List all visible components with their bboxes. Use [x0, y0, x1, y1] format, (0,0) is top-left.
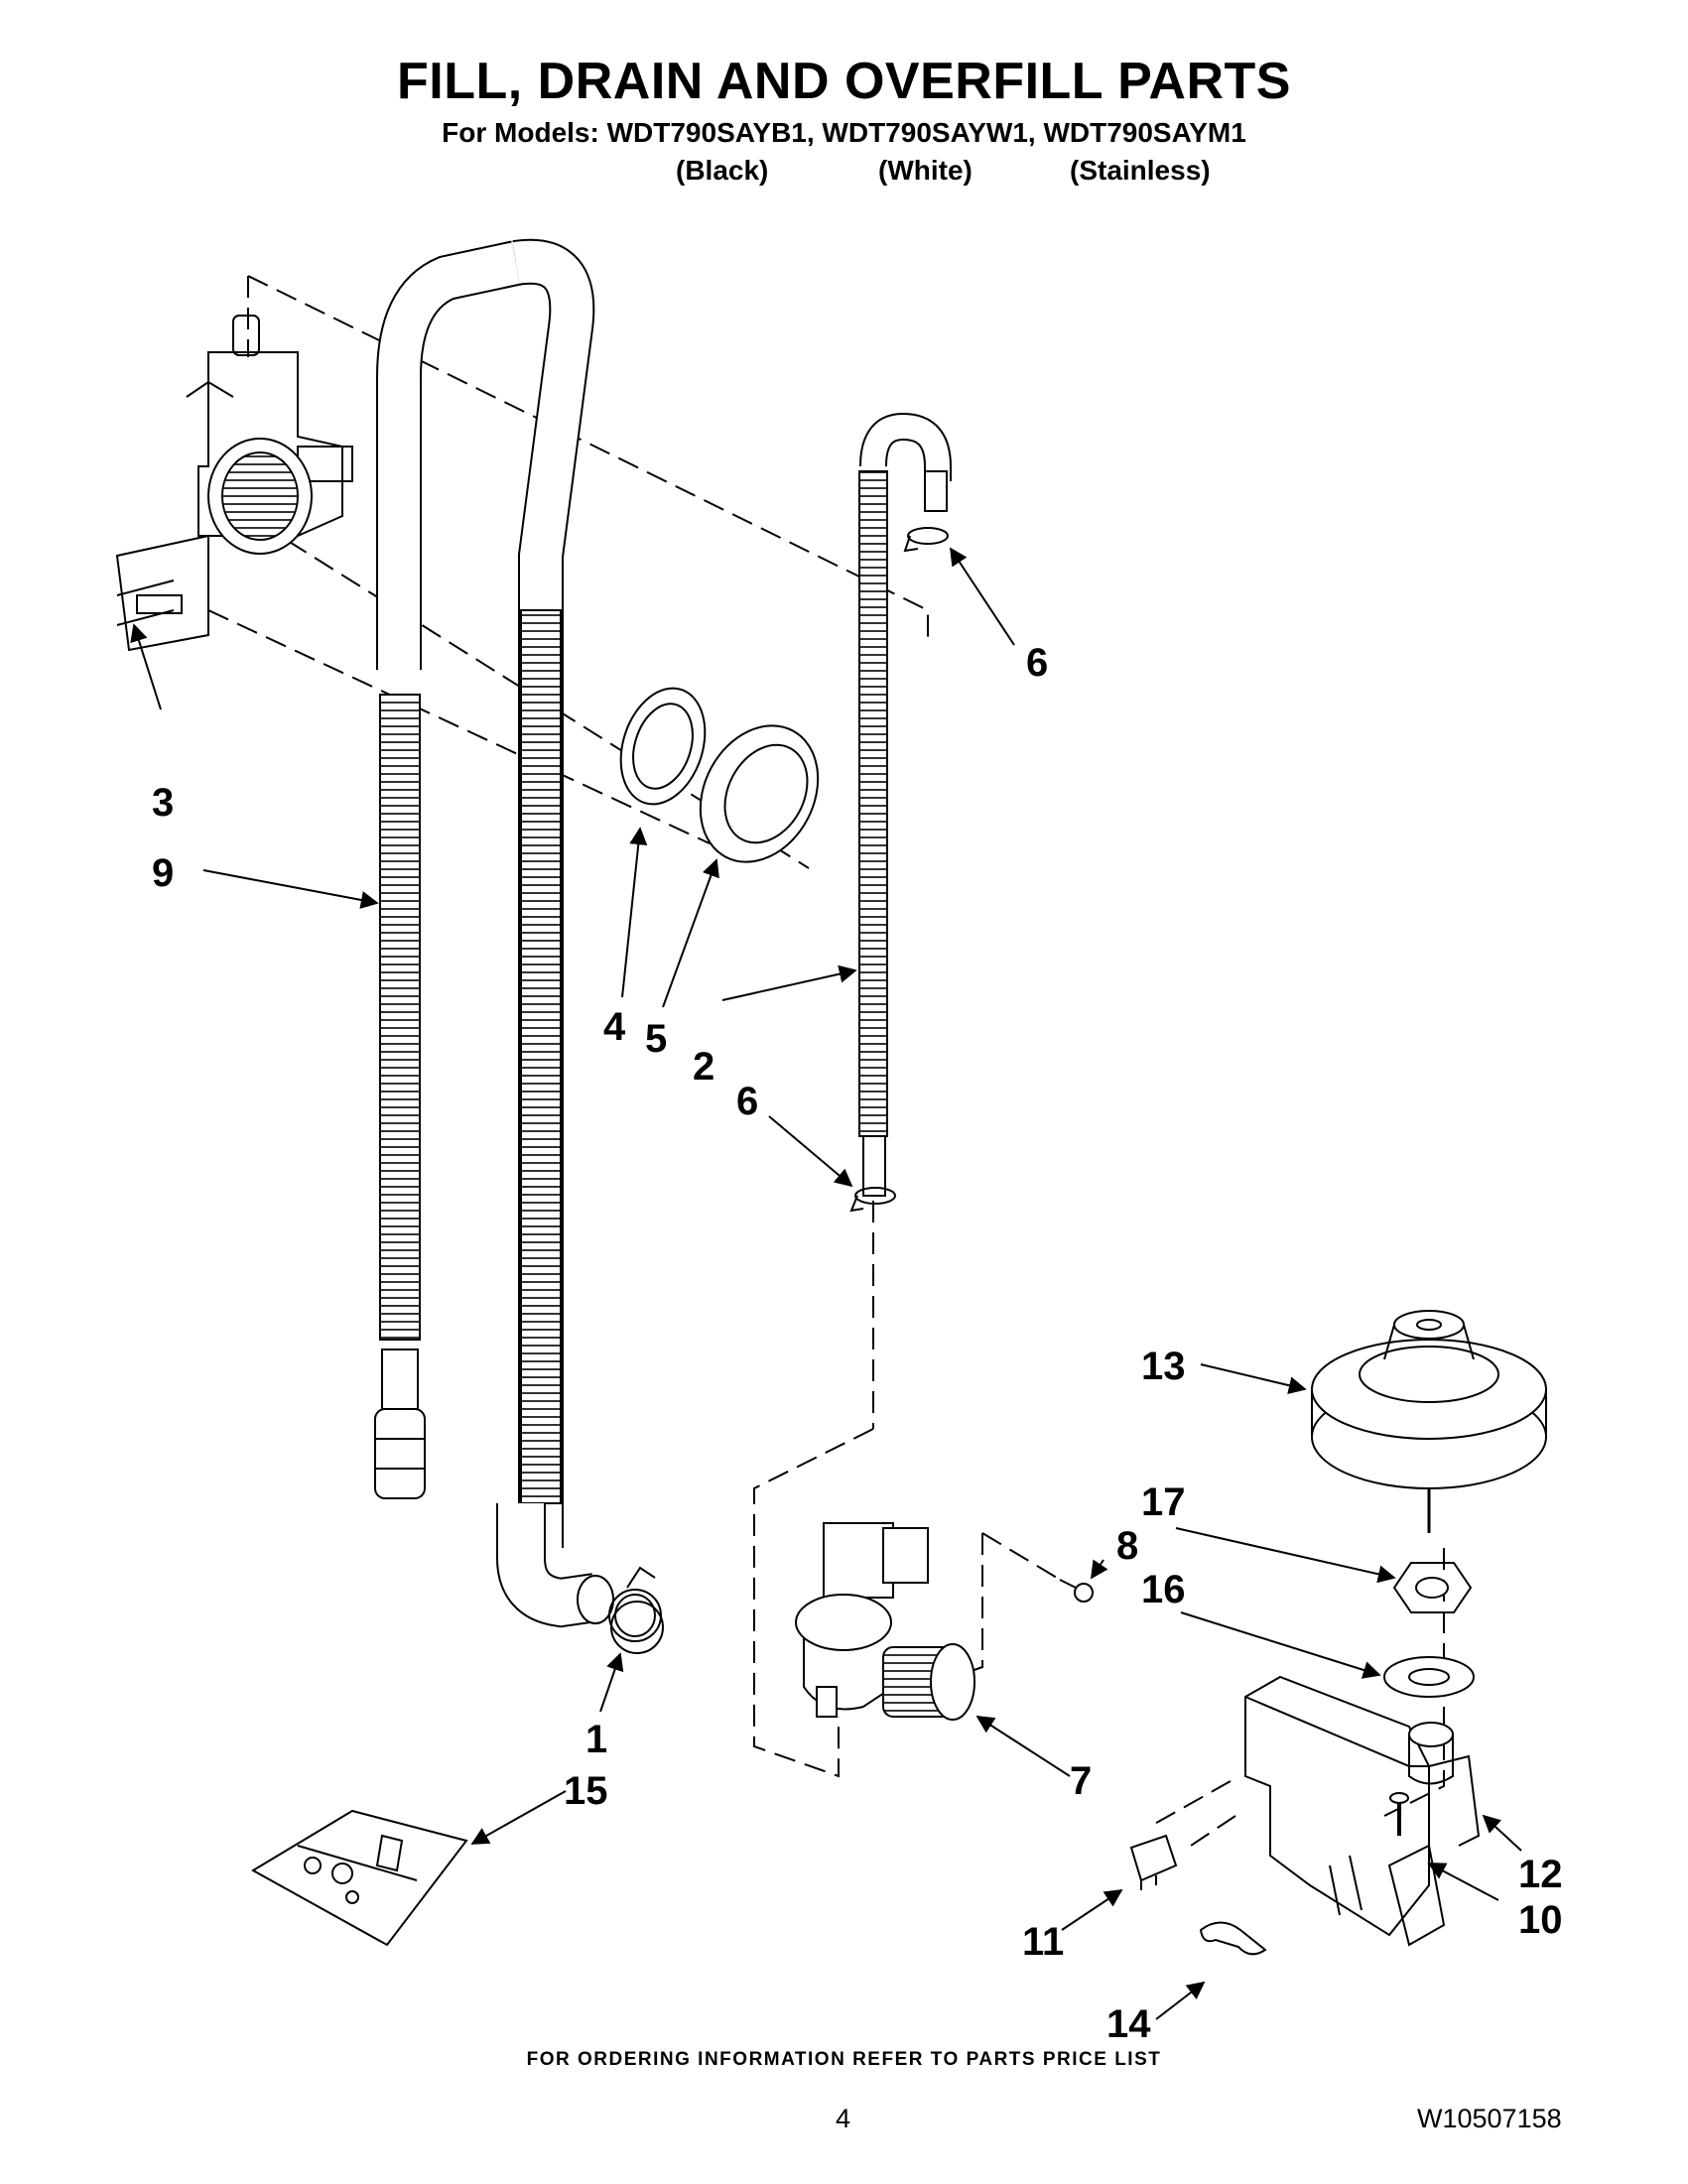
callout-9: 9	[152, 851, 174, 895]
drain-hose-part-9	[374, 238, 614, 1628]
callout-12: 12	[1518, 1853, 1563, 1896]
callout-7: 7	[1070, 1759, 1092, 1803]
callout-15: 15	[564, 1769, 608, 1813]
callout-17: 17	[1141, 1480, 1186, 1524]
float-switch-bracket-part-12	[1244, 1675, 1481, 1947]
gasket-part-4	[619, 687, 707, 806]
page-number: 4	[836, 2104, 851, 2133]
callout-13: 13	[1141, 1345, 1186, 1388]
document-number: W10507158	[1417, 2104, 1562, 2133]
hose-clamp-part-1	[608, 1566, 664, 1654]
micro-switch-part-11	[1129, 1834, 1178, 1890]
hardware-bag-part-15	[251, 1809, 468, 1947]
variant-stainless: (Stainless)	[1070, 155, 1211, 186]
callout-4: 4	[603, 1005, 626, 1049]
models-line: For Models: WDT790SAYB1, WDT790SAYW1, WD…	[442, 117, 1246, 148]
washer-part-16	[1383, 1656, 1475, 1698]
callout-5: 5	[645, 1017, 667, 1061]
callout-16: 16	[1141, 1568, 1186, 1611]
variant-white: (White)	[878, 155, 973, 186]
ordering-note: FOR ORDERING INFORMATION REFER TO PARTS …	[526, 2049, 1162, 2070]
callout-14: 14	[1106, 2002, 1151, 2046]
callout-2: 2	[693, 1045, 714, 1089]
screw-part-8	[1059, 1579, 1094, 1603]
callout-8: 8	[1116, 1524, 1138, 1568]
callout-6-lower: 6	[736, 1080, 758, 1123]
nut-part-5	[699, 724, 820, 863]
hose-clip-part-6-upper	[903, 527, 949, 553]
float-nut-part-17	[1392, 1562, 1473, 1613]
lever-part-14	[1199, 1921, 1267, 1956]
callout-3: 3	[152, 781, 174, 825]
callout-6-upper: 6	[1026, 641, 1048, 685]
variant-black: (Black)	[676, 155, 769, 186]
fill-hose-part-2	[858, 412, 952, 1197]
callout-numbers: 6 3 9 4 5 2 6 13 17 8 16 1 7 15 12 10 11…	[152, 641, 1563, 2046]
leader-arrows	[130, 547, 1522, 2020]
inlet-valve-part-7	[795, 1522, 975, 1721]
page-title: FILL, DRAIN AND OVERFILL PARTS	[397, 53, 1291, 110]
float-part-13	[1311, 1310, 1547, 1533]
drain-bracket-part-3	[115, 315, 353, 652]
callout-11: 11	[1022, 1920, 1064, 1964]
callout-10: 10	[1518, 1898, 1563, 1942]
callout-1: 1	[585, 1718, 607, 1761]
screw-part-10	[1389, 1792, 1409, 1836]
hose-clip-part-6-lower	[849, 1187, 896, 1213]
